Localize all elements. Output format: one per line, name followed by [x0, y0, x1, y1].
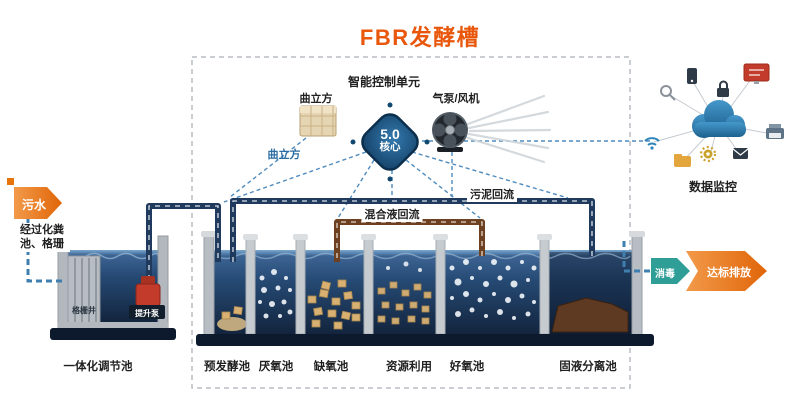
monitoring-cluster [644, 63, 784, 167]
lock-icon [717, 80, 729, 97]
magnifier-icon [660, 85, 676, 101]
label-resource-use: 资源利用 [386, 361, 432, 373]
core-name-text: 核心 [379, 140, 401, 153]
label-grid-well: 格栅井 [72, 306, 96, 315]
label-discharge: 达标排放 [707, 267, 751, 279]
label-tank-anaerobic: 厌氧池 [258, 361, 294, 373]
label-tank-anoxic: 缺氧池 [313, 361, 349, 373]
sludge-reflux-pipe [230, 198, 595, 262]
core-label: 5.0 核心 [380, 127, 401, 153]
wifi-icon [644, 137, 660, 150]
anoxic-carriers [307, 279, 361, 330]
fbr-dashed-frame [191, 56, 631, 389]
phone-icon [687, 68, 697, 84]
label-lift-pump: 提升泵 [135, 309, 159, 318]
lift-pump [129, 276, 165, 319]
label-tank-separation: 固液分离池 [559, 361, 617, 373]
cloud-icon [692, 100, 746, 138]
inflow-note: 经过化粪池、格珊 [20, 223, 70, 252]
label-sludge-reflux: 污泥回流 [467, 186, 517, 202]
folder-icon [674, 154, 691, 167]
label-disinfect: 消毒 [655, 269, 675, 280]
label-data-monitoring: 数据监控 [688, 180, 738, 194]
label-tank-equalization: 一体化调节池 [63, 361, 133, 373]
discharge-arrow [686, 251, 767, 291]
label-mixed-reflux: 混合液回流 [361, 206, 423, 222]
mixed-reflux-pipe [334, 219, 485, 262]
qulifang-cubes-icon [299, 105, 337, 137]
tank-walls [201, 231, 645, 337]
tank-base [196, 334, 654, 346]
fan-icon [432, 112, 468, 152]
separated-sludge [551, 297, 629, 333]
label-sewage: 污水 [21, 198, 47, 212]
anaerobic-bubbles [258, 269, 293, 319]
preferment-sediment [217, 306, 247, 331]
monitor-icon [743, 63, 770, 84]
page-title: FBR发酵槽 [359, 25, 481, 50]
label-fan: 气泵/风机 [432, 93, 480, 105]
label-control-unit: 智能控制单元 [347, 75, 421, 89]
sewage-arrow [7, 178, 62, 219]
label-qulifang-top: 曲立方 [299, 93, 333, 105]
aerobic-bubbles [449, 259, 537, 320]
envelope-icon [732, 148, 749, 159]
label-qulifang-side: 曲立方 [267, 149, 301, 161]
printer-icon [766, 124, 784, 139]
main-tank [196, 231, 654, 346]
disinfect-arrow [651, 258, 690, 284]
core-version-text: 5.0 [380, 126, 400, 142]
gear-icon [699, 145, 717, 163]
resource-carriers [377, 261, 432, 325]
grid-well [67, 255, 101, 325]
outflow-pipe [622, 241, 651, 273]
label-tank-preferment: 预发酵池 [204, 361, 250, 373]
label-tank-aerobic: 好氧池 [449, 361, 485, 373]
core-badge [350, 102, 430, 182]
lift-pump-pipe [146, 203, 221, 290]
air-stream-lines [466, 94, 552, 164]
